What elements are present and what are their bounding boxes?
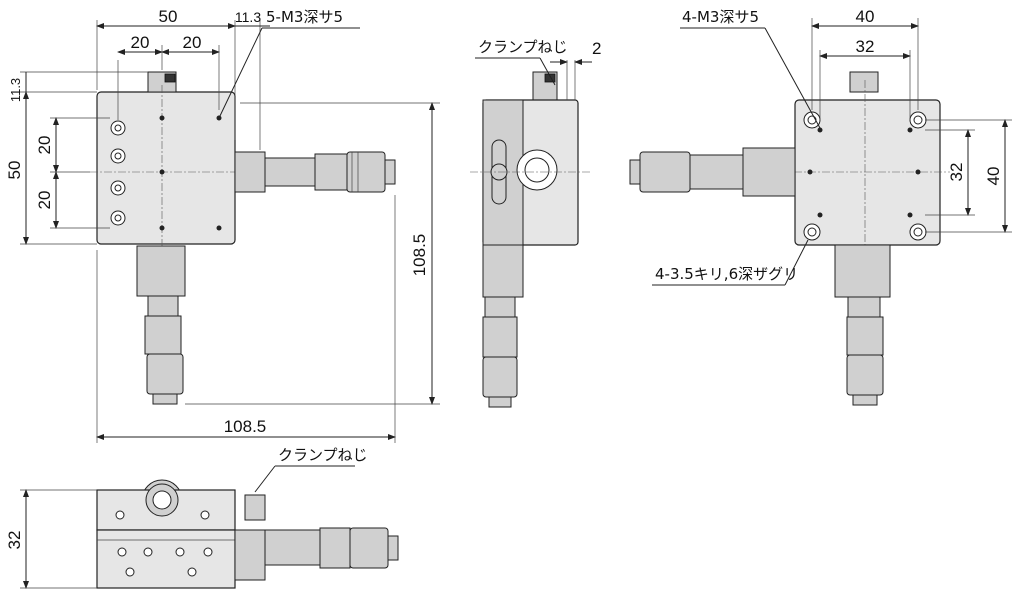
dim-pitch-2: 20 [183,33,202,52]
dim-inner-height: 32 [947,163,966,182]
dim-total-width: 108.5 [224,417,267,436]
dim-total-height: 108.5 [410,234,429,277]
clamp-screw-label-front: クランプねじ [278,446,368,464]
dim-pitch-1: 20 [131,33,150,52]
dim-offset: 11.3 [235,9,261,25]
front-holes [115,510,213,577]
dim-front-height: 32 [5,531,24,550]
dim-height: 50 [5,161,24,180]
dim-width: 50 [159,7,178,26]
top-view-dimensions: 50 11.3 20 20 5-M3深サ5 11.3 50 20 20 [5,7,440,443]
front-view: クランプねじ 32 [5,446,399,589]
dim-gap: 2 [592,39,601,58]
micrometer-x [234,151,396,193]
bottom-view: 40 32 4-M3深サ5 32 40 4-3.5キリ,6深ザグリ [629,7,1012,406]
tap-note-5-m3: 5-M3深サ5 [266,8,343,26]
counterbore-holes [803,111,927,241]
tap-note-4-m3: 4-M3深サ5 [682,8,759,26]
dim-inner-width: 32 [856,37,875,56]
clamp-screw-label-side: クランプねじ [478,38,568,56]
dim-outer-height: 40 [984,167,1003,186]
dim-left-offset: 11.3 [8,78,23,102]
mounting-holes [110,115,222,231]
dim-outer-width: 40 [856,7,875,26]
micrometer-y [136,245,186,405]
top-view: 50 11.3 20 20 5-M3深サ5 11.3 50 20 20 [5,7,440,443]
side-view: クランプねじ 2 [470,38,601,408]
dim-v-pitch-1: 20 [35,136,54,155]
counterbore-note: 4-3.5キリ,6深ザグリ [655,265,798,283]
dim-v-pitch-2: 20 [35,191,54,210]
